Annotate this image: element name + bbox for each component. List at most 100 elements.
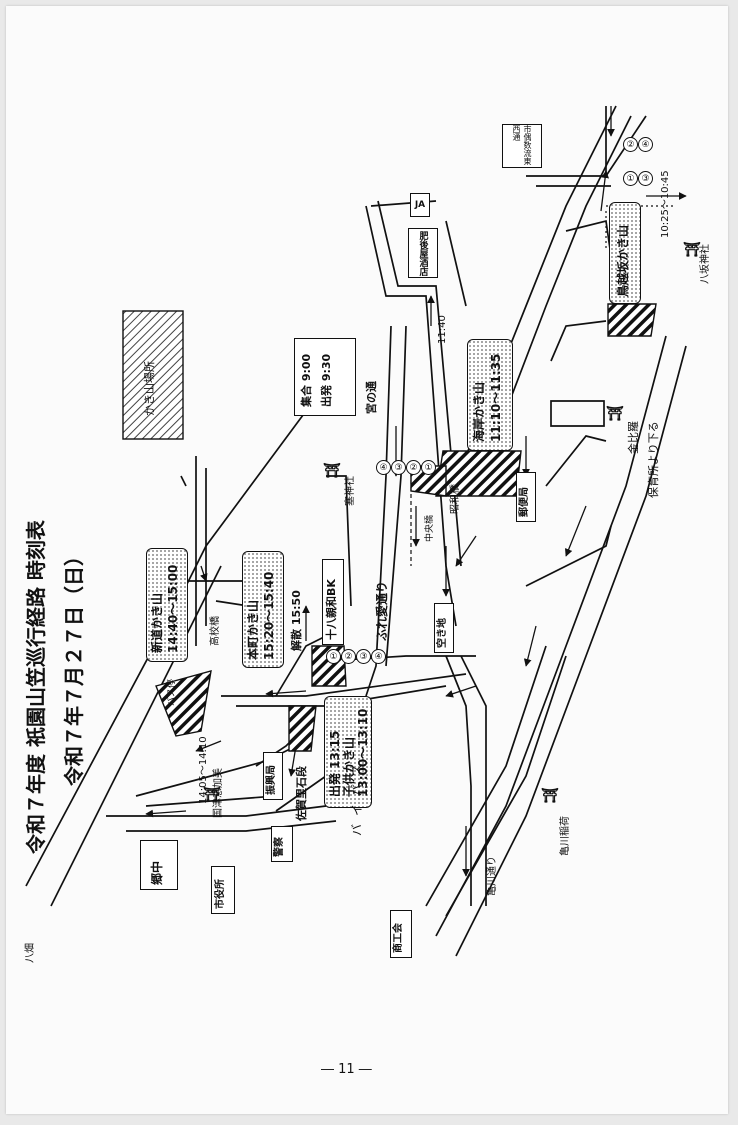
arrow-8 [145, 809, 187, 818]
road-block-2 [550, 400, 605, 427]
float-shinmichi: 新道かき山 14:40～15:00 [146, 548, 188, 662]
legend-hatch [122, 310, 184, 440]
label-bus-stop: バス停 [167, 678, 177, 706]
arrow-20 [455, 535, 477, 567]
float-kodomo-depart: 出発 13:15 [328, 730, 342, 797]
road-bypass-b [145, 795, 277, 807]
route-circle-2: ③ [391, 460, 406, 475]
label-yatsu: 八畑 [25, 943, 36, 963]
arrow-11 [523, 625, 537, 667]
float-shinmichi-time: 14:40～15:00 [166, 564, 180, 653]
assembly-box: 集合 9:00 出発 9:30 [294, 338, 356, 416]
float-honmachi-name: 本町かき山 [246, 599, 260, 660]
road-block-1 [525, 525, 612, 587]
hatched-stations [122, 303, 657, 752]
label-kokutsu-time: 14:05～14:10 [198, 736, 209, 804]
road-block-5 [550, 320, 607, 362]
road-bridge-west [365, 325, 392, 697]
station-shinmichi [155, 670, 212, 737]
route-map-drawing [25, 105, 687, 957]
road-miyanodori [365, 205, 457, 627]
float-honmachi-time: 15:20～15:40 [262, 571, 276, 660]
arrow-19 [564, 505, 587, 557]
label-kokutsu: 国津意加美 [213, 768, 224, 818]
box-shichuusuu: 市偶数流東西通 [502, 124, 542, 168]
title-line2: 令和７年７月２７日（日） [62, 546, 86, 786]
road-block-3 [545, 435, 607, 487]
arrow-14 [600, 170, 609, 212]
road-miyanodori-2 [377, 200, 462, 567]
box-akichi: 空き地 [434, 603, 454, 653]
label-showa-bashi: 昭和橋 [450, 484, 461, 514]
label-yasaka: 八坂神社 [700, 244, 711, 284]
road-bridge-east [385, 325, 407, 667]
road-ja-2 [445, 220, 467, 307]
station-kaigan [435, 450, 522, 497]
assembly-depart: 出発 9:30 [320, 353, 333, 407]
shrine-kamegawa-icon: ⛩ [541, 788, 559, 804]
route-circle-4: ① [421, 460, 436, 475]
legend-label: かき山場所 [143, 361, 156, 416]
road-sai [326, 475, 352, 607]
road-east-main-2 [480, 115, 632, 477]
box-juhachi: 十八親和BK [322, 559, 344, 645]
road-bypass-a [135, 740, 307, 797]
float-kaigan-name: 海岸かき山 [472, 381, 486, 442]
box-yubinkyoku: 郵便局 [516, 472, 536, 522]
float-kaigan-time: 11:10～11:35 [489, 353, 503, 442]
box-shiyakusho: 市役所 [211, 866, 235, 914]
road-river-1 [445, 655, 472, 906]
road-kamegawa [425, 645, 547, 907]
route-circle-9: ② [623, 137, 638, 152]
shrine-sai-icon: ⛩ [323, 463, 341, 479]
label-yasaka-time: 10:25～10:45 [660, 170, 671, 238]
label-koukou-bashi: 高校橋 [210, 616, 221, 646]
box-higo: 肥後屋酒店 [408, 228, 438, 278]
shrine-konpira-icon: ⛩ [606, 406, 624, 422]
label-miyanodori: 宮の通 [365, 381, 378, 414]
title-line1: 令和７年度 祇園山笠巡行経路 時刻表 [24, 520, 48, 854]
shrine-kokutsu-icon: ⛩ [203, 787, 221, 803]
label-fureai-dori: ふれ愛通り [375, 580, 389, 641]
label-sai-jinja: 塞神社 [345, 476, 356, 506]
label-kaisan: 解散 15:50 [290, 590, 303, 651]
arrow-17 [200, 565, 208, 582]
road-shrine-stairs [275, 635, 327, 697]
route-circle-11: ① [623, 171, 638, 186]
route-circle-3: ② [406, 460, 421, 475]
station-torigoezaka [607, 303, 657, 337]
road-center-a [221, 673, 467, 697]
route-circle-5: ① [326, 649, 341, 664]
label-bypass: バイパス [350, 756, 364, 836]
float-honmachi: 本町かき山 15:20～15:40 [242, 551, 284, 668]
arrow-9 [195, 740, 222, 753]
box-keisatsu: 警察 [271, 826, 293, 862]
arrow-6 [265, 689, 307, 698]
box-shinkoukyoku: 振興局 [263, 752, 283, 800]
road-kamegawa-2 [445, 655, 567, 917]
road-upper-left [180, 475, 187, 487]
float-torigoezaka-name: 鳥越坂かき山 [616, 224, 630, 297]
route-circle-7: ③ [356, 649, 371, 664]
float-kaigan: 海岸かき山 11:10～11:35 [467, 339, 513, 451]
label-kamegawa-dori: 亀川通り [487, 856, 498, 896]
label-time-1140: 11:40 [437, 315, 448, 344]
arrow-13 [445, 685, 477, 698]
label-kamegawa-inari: 亀川稲荷 [560, 816, 571, 856]
road-municipal [126, 820, 337, 832]
route-circle-1: ④ [376, 460, 391, 475]
label-konpira: 金比羅 [627, 421, 640, 454]
label-chuo-bashi: 中央橋 [425, 514, 435, 542]
route-circle-10: ④ [638, 137, 653, 152]
float-torigoezaka: 鳥越坂かき山 [609, 202, 641, 304]
station-kodomo [288, 705, 317, 752]
shrine-yasaka-icon: ⛩ [683, 242, 701, 258]
route-circle-12: ③ [638, 171, 653, 186]
box-ja: JA [410, 193, 430, 217]
page-number: ― 11 ― [321, 1062, 372, 1077]
assembly-gather: 集合 9:00 [300, 353, 313, 407]
road-left-main [25, 410, 307, 887]
label-hoikusho: 保育所より下る [647, 421, 660, 498]
box-shoukoukai: 商工会 [390, 910, 412, 958]
label-sagari: 佐賀里石段 [295, 766, 308, 821]
